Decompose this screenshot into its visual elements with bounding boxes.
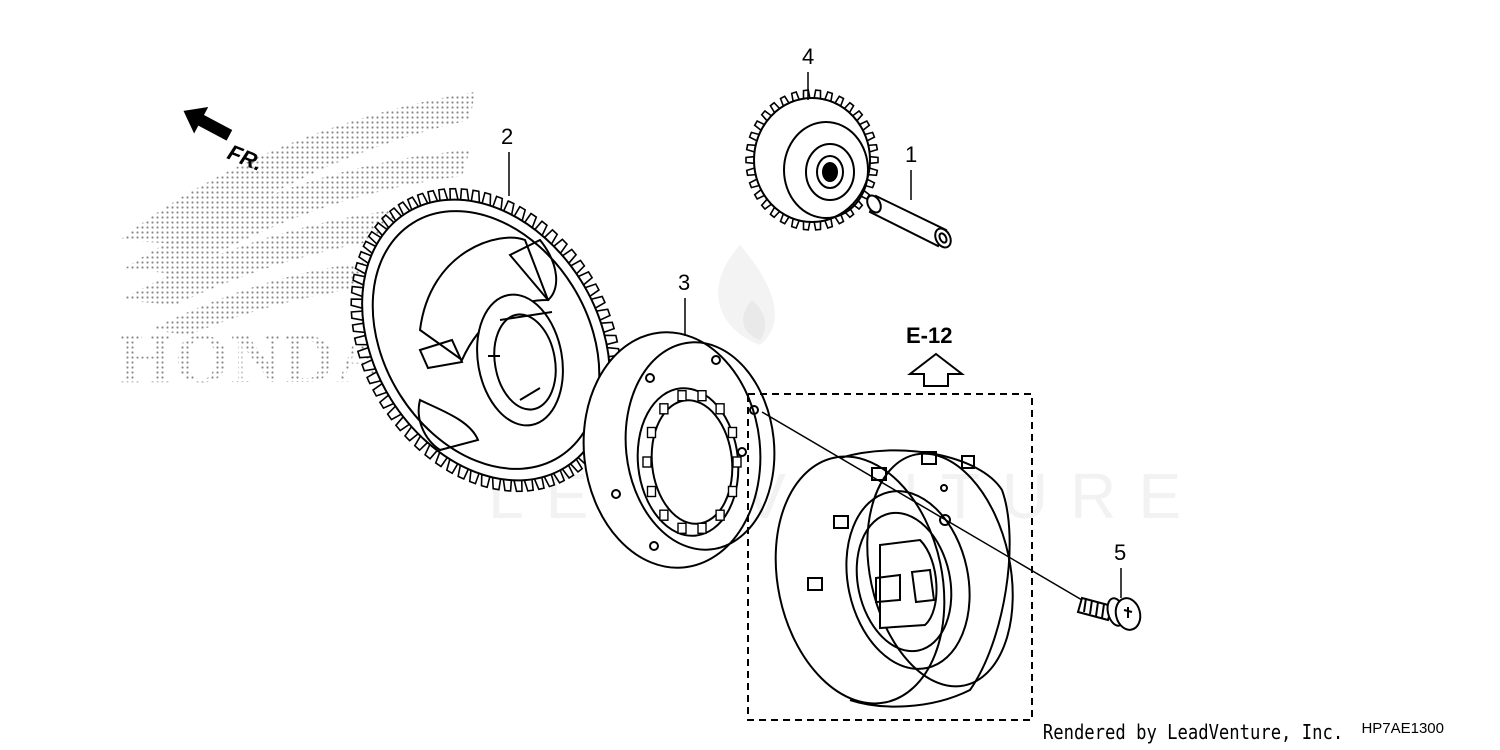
reference-indicator: E-12 xyxy=(906,323,965,387)
callout-5: 5 xyxy=(1114,540,1126,598)
one-way-clutch xyxy=(582,331,776,569)
callout-1-number: 1 xyxy=(905,142,917,167)
front-arrow-icon xyxy=(183,107,233,141)
clutch-roller xyxy=(715,403,725,415)
diagram-code: HP7AE1300 xyxy=(1361,720,1444,737)
callout-2: 2 xyxy=(501,124,513,196)
clutch-roller xyxy=(659,509,669,521)
front-direction-indicator: FR. xyxy=(183,107,266,176)
driven-gear xyxy=(350,187,622,493)
callout-5-number: 5 xyxy=(1114,540,1126,565)
up-arrow-icon xyxy=(907,352,965,387)
clutch-roller xyxy=(697,390,707,402)
clutch-roller xyxy=(642,456,652,468)
honda-brand-text: HONDA xyxy=(118,321,389,398)
idle-gear xyxy=(745,89,879,231)
callout-4: 4 xyxy=(802,44,814,100)
assembly-axis-line xyxy=(761,411,1083,601)
flange-bolt xyxy=(1076,596,1142,631)
callout-3-number: 3 xyxy=(678,270,690,295)
idle-gear-shaft xyxy=(866,194,952,249)
clutch-roller xyxy=(659,403,669,415)
clutch-roller xyxy=(697,522,707,534)
clutch-roller xyxy=(677,522,687,534)
callout-2-number: 2 xyxy=(501,124,513,149)
reference-label: E-12 xyxy=(906,323,952,348)
clutch-roller xyxy=(727,426,738,439)
callout-1: 1 xyxy=(905,142,917,200)
clutch-roller xyxy=(646,426,657,439)
diagram-footer: Rendered by LeadVenture, Inc. HP7AE1300 xyxy=(994,720,1444,744)
callout-3: 3 xyxy=(678,270,690,336)
rendered-by-credit: Rendered by LeadVenture, Inc. xyxy=(1042,720,1343,744)
clutch-roller xyxy=(677,390,687,402)
reference-boundary xyxy=(747,393,1033,721)
clutch-roller xyxy=(715,509,725,521)
flywheel-assembly xyxy=(747,393,1033,721)
callout-4-number: 4 xyxy=(802,44,814,69)
clutch-roller xyxy=(732,456,742,468)
honda-wing-logo: HONDA xyxy=(118,92,475,398)
clutch-roller xyxy=(727,485,738,498)
clutch-roller xyxy=(646,485,657,498)
